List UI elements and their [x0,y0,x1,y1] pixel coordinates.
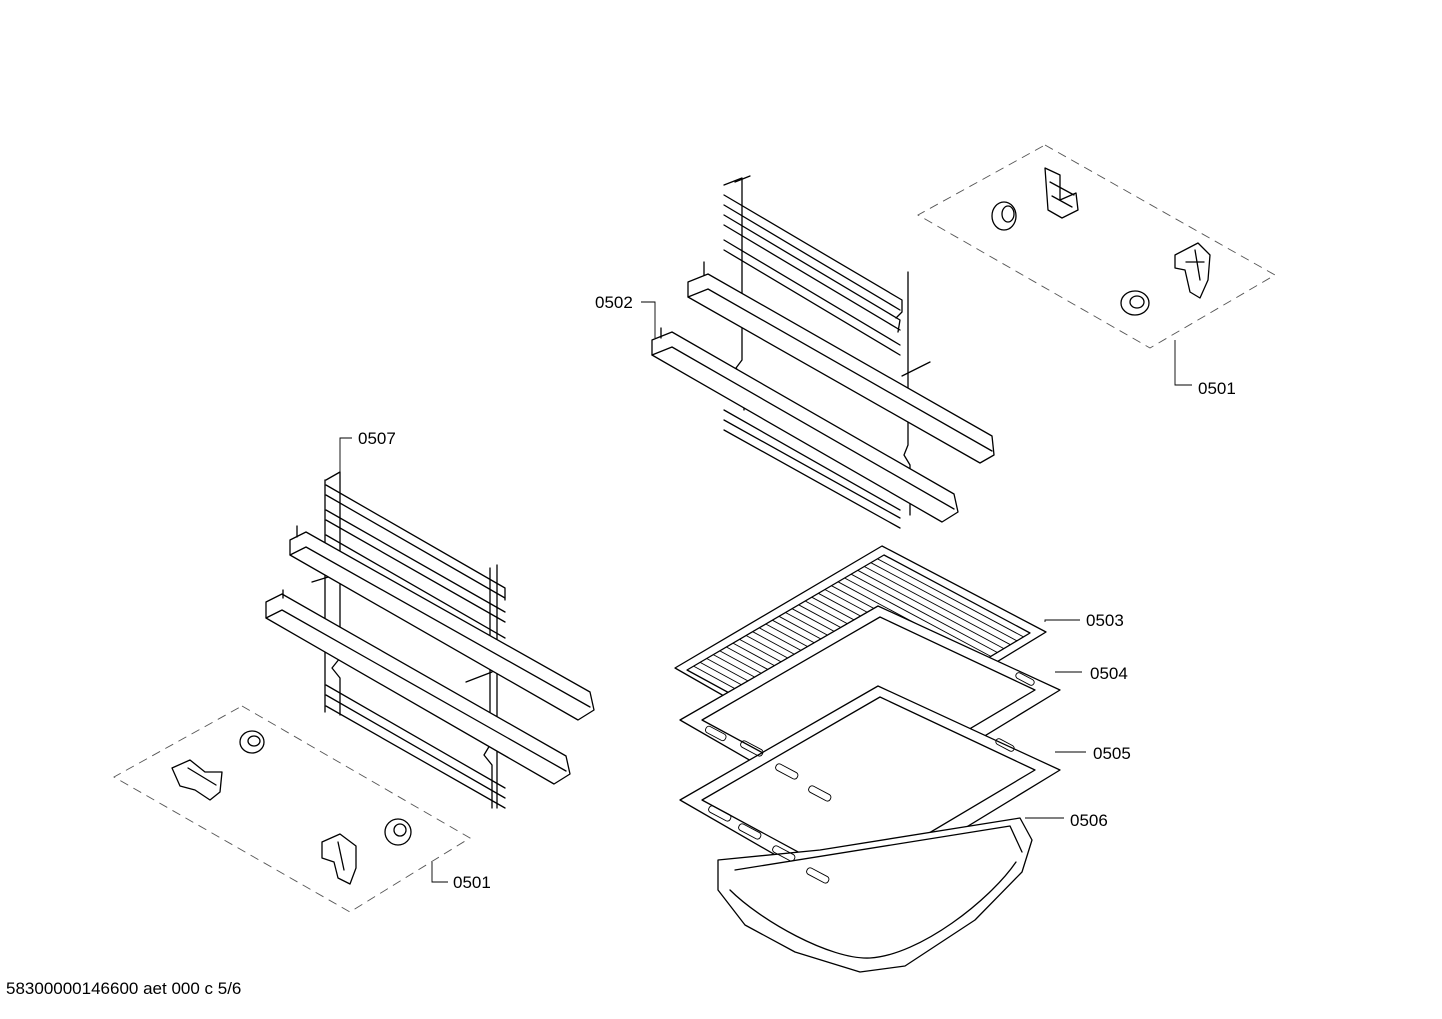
callout-0501-bottom: 0501 [453,873,491,892]
pan-slots [738,823,830,884]
tray-slots-0505 [708,738,1015,822]
deep-roasting-pan[interactable]: 0506 [717,811,1108,973]
callout-0504: 0504 [1090,664,1128,683]
rack-bar [844,577,992,657]
tray-slots-0504 [705,672,1035,742]
callout-0506: 0506 [1070,811,1108,830]
grommet-part[interactable] [1120,290,1150,316]
rack-bar [850,573,998,653]
grommet-part-left[interactable] [384,818,412,846]
shelf-support-left[interactable]: 0507 [265,429,595,809]
callout-0503: 0503 [1086,611,1124,630]
small-parts-group-top: 0501 [917,144,1276,398]
callout-0502: 0502 [595,293,633,312]
shelf-support-top[interactable]: 0502 [595,175,995,529]
clip-part-left[interactable] [171,759,223,801]
hook-bracket-part[interactable] [1174,242,1211,299]
callout-0507: 0507 [358,429,396,448]
hook-bracket-part-left[interactable] [321,833,357,885]
callout-0505: 0505 [1093,744,1131,763]
rack-bar [877,558,1024,638]
round-knob-part-left[interactable] [239,730,265,754]
rack-bar [870,562,1018,642]
drawing-reference-code: 58300000146600 aet 000 c 5/6 [6,979,242,998]
clip-part[interactable] [1044,167,1079,219]
small-parts-group-bottom: 0501 [113,705,491,913]
callout-0501-top: 0501 [1198,379,1236,398]
rack-bar [857,569,1005,649]
round-knob-part[interactable] [991,201,1017,231]
rack-bar [864,566,1011,646]
